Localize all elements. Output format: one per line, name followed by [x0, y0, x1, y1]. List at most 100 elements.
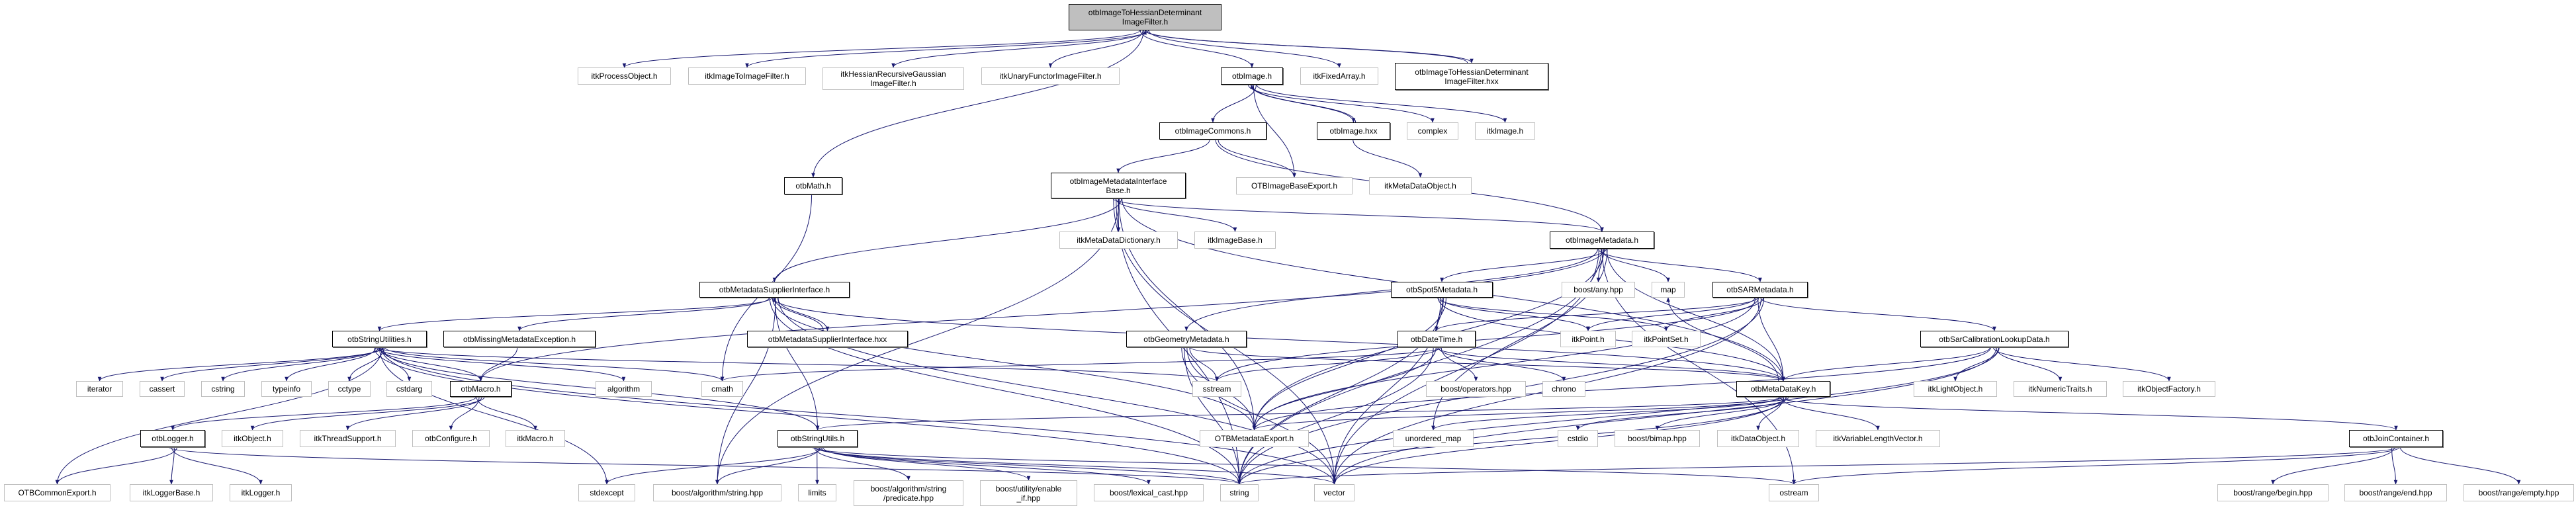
edge-otbimagemetadata-h-to-unordered-map [1431, 248, 1608, 431]
edge-otbimagemetadatainterface-base-h-to-boost-algorithm-string-hpp [715, 198, 1120, 485]
edge-otbjoincontainer-h-to-ostream [1792, 446, 2401, 485]
edge-otbspot5metadata-h-to-otbmetadataexport-h [1252, 297, 1446, 431]
edge-otbdatetime-h-to-string [1237, 347, 1434, 485]
edge-otbmacro-h-to-otblogger-h [171, 396, 476, 431]
node-cstring: cstring [201, 381, 245, 397]
edge-otbmetadatasupplierinterface-hxx-to-otbmetadatasupplierinterface-h [772, 297, 824, 331]
edge-otbmissingmetadataexception-h-to-otbmacro-h [478, 347, 518, 382]
node-otbmissingmetadataexception-h[interactable]: otbMissingMetadataException.h [443, 331, 596, 347]
edge-otbsarcalibrationlookupdata-h-to-itknumerictraits-h [1995, 347, 2063, 382]
node-cmath: cmath [701, 381, 743, 397]
edge-otbstringutils-h-to-string [817, 446, 1241, 485]
node-otbdatetime-h[interactable]: otbDateTime.h [1398, 331, 1476, 347]
edge-otbimagemetadata-h-to-otbmetadatakey-h [1606, 248, 1785, 382]
node-otbjoincontainer-h[interactable]: otbJoinContainer.h [2349, 430, 2443, 447]
edge-otbmetadatakey-h-to-cstdio [1576, 396, 1789, 431]
edge-otbmetadatakey-h-to-otbstringutils-h [816, 396, 1782, 431]
node-otbmetadatasupplierinterface-hxx[interactable]: otbMetadataSupplierInterface.hxx [747, 331, 908, 347]
edge-otbstringutilities-h-to-otbcommonexport-h [55, 347, 382, 485]
node-cstdarg: cstdarg [386, 381, 432, 397]
edge-otbjoincontainer-h-to-boost-range-begin-hpp [2271, 446, 2395, 485]
edge-otbstringutilities-h-to-typeinfo [285, 347, 377, 382]
node-otbspot5metadata-h[interactable]: otbSpot5Metadata.h [1391, 282, 1493, 298]
node-itkdataobject-h: itkDataObject.h [1717, 430, 1799, 447]
node-otbmacro-h[interactable]: otbMacro.h [450, 381, 511, 397]
node-stdexcept: stdexcept [578, 484, 635, 501]
node-cctype: cctype [328, 381, 371, 397]
edge-otbdatetime-h-to-boost-operators-hpp [1441, 347, 1478, 382]
node-vector: vector [1314, 484, 1355, 501]
edge-otbdatetime-h-to-sstream [1215, 347, 1440, 382]
node-otbimagetohessiandeterminant-imagefilter-h[interactable]: otbImageToHessianDeterminant ImageFilter… [1069, 4, 1221, 30]
node-string: string [1220, 484, 1259, 501]
node-otbsarmetadata-h[interactable]: otbSARMetadata.h [1712, 282, 1808, 298]
edge-otbmetadatakey-h-to-unordered-map [1431, 396, 1781, 431]
node-otbstringutils-h[interactable]: otbStringUtils.h [777, 430, 858, 447]
edge-otbgeometrymetadata-h-to-sstream [1189, 347, 1219, 382]
edge-otbsarmetadata-h-to-otbsarcalibrationlookupdata-h [1760, 297, 1996, 331]
node-itkobjectfactory-h: itkObjectFactory.h [2123, 381, 2215, 397]
edge-otbmetadatakey-h-to-boost-bimap-hpp [1655, 396, 1787, 431]
node-otbimagetohessiandeterminant-imagefilter-hxx[interactable]: otbImageToHessianDeterminant ImageFilter… [1395, 63, 1548, 90]
edge-otbstringutils-h-to-boost-utility-enable-if-hpp [822, 446, 1031, 481]
node-otbgeometrymetadata-h[interactable]: otbGeometryMetadata.h [1126, 331, 1247, 347]
node-itkfixedarray-h: itkFixedArray.h [1300, 67, 1378, 85]
node-otbimage-h[interactable]: otbImage.h [1221, 67, 1283, 85]
edge-otbsarcalibrationlookupdata-h-to-otbmetadatakey-h [1781, 347, 1991, 382]
node-boost-range-begin-hpp: boost/range/begin.hpp [2217, 484, 2329, 501]
node-otbimagemetadatainterface-base-h[interactable]: otbImageMetadataInterface Base.h [1051, 173, 1186, 198]
node-otbmetadatakey-h[interactable]: otbMetaDataKey.h [1736, 381, 1830, 397]
edge-otbspot5metadata-h-to-vector [1332, 297, 1441, 485]
node-itkunaryfunctorimagefilter-h: itkUnaryFunctorImageFilter.h [981, 67, 1120, 85]
node-limits: limits [798, 484, 836, 501]
edge-otbmacro-h-to-itkmacro-h [476, 396, 537, 431]
edge-otblogger-h-to-string [168, 446, 1241, 485]
edge-otbmetadatakey-h-to-otbjoincontainer-h [1777, 396, 2398, 431]
node-otbimagemetadata-h[interactable]: otbImageMetadata.h [1550, 232, 1654, 249]
node-otbimagecommons-h[interactable]: otbImageCommons.h [1159, 122, 1266, 140]
edge-otbstringutilities-h-to-cctype [347, 347, 385, 382]
node-itkobject-h: itkObject.h [222, 430, 283, 447]
edge-otbsarmetadata-h-to-otbmetadataexport-h [1252, 297, 1756, 431]
edge-otbmetadatasupplierinterface-h-to-otbmissingmetadataexception-h [517, 297, 770, 331]
node-otbsarcalibrationlookupdata-h[interactable]: otbSarCalibrationLookupData.h [1920, 331, 2068, 347]
node-boost-algorithm-string-hpp: boost/algorithm/string.hpp [653, 484, 781, 501]
edge-otbgeometrymetadata-h-to-string [1184, 347, 1241, 485]
edge-otbmetadatasupplierinterface-h-to-otbmetadatasupplierinterface-hxx [777, 297, 830, 331]
node-boost-lexical-cast-hpp: boost/lexical_cast.hpp [1094, 484, 1204, 501]
node-itkimagetoimagefilter-h: itkImageToImageFilter.h [688, 67, 806, 85]
edge-otbsarcalibrationlookupdata-h-to-otbmetadataexport-h [1252, 347, 1991, 431]
edge-otbmetadatakey-h-to-otbmetadataexport-h [1252, 396, 1783, 431]
edge-otbmacro-h-to-itkobject-h [250, 396, 485, 431]
node-itknumerictraits-h: itkNumericTraits.h [2014, 381, 2107, 397]
node-itkthreadsupport-h: itkThreadSupport.h [300, 430, 396, 447]
edge-otbimage-h-to-otbimagebaseexport-h [1253, 84, 1296, 178]
edge-otbimagetohessiandeterminant-imagefilter-h-to-itkhessianrecursivegaussian-imagefilter-h [891, 30, 1146, 68]
node-otblogger-h[interactable]: otbLogger.h [140, 430, 205, 447]
edge-otbmetadatasupplierinterface-h-to-boost-algorithm-string-hpp [715, 297, 776, 485]
edge-otbimagetohessiandeterminant-imagefilter-h-to-itkfixedarray-h [1148, 30, 1341, 68]
edge-otbstringutilities-h-to-sstream [377, 347, 1219, 382]
node-boost-range-empty-hpp: boost/range/empty.hpp [2464, 484, 2574, 501]
node-itkimagebase-h: itkImageBase.h [1194, 232, 1276, 249]
node-cstdio: cstdio [1558, 430, 1598, 447]
node-otbstringutilities-h[interactable]: otbStringUtilities.h [332, 331, 427, 347]
edge-otbimagetohessiandeterminant-imagefilter-h-to-itkunaryfunctorimagefilter-h [1048, 30, 1143, 68]
node-ostream: ostream [1769, 484, 1819, 501]
node-otbmath-h[interactable]: otbMath.h [784, 177, 842, 194]
edge-otbgeometrymetadata-h-to-vector [1181, 347, 1337, 485]
node-otbmetadatasupplierinterface-h[interactable]: otbMetadataSupplierInterface.h [699, 282, 850, 298]
edge-otbstringutils-h-to-boost-algorithm-string-predicate-hpp [814, 446, 910, 481]
edge-otbsarcalibrationlookupdata-h-to-itklightobject-h [1953, 347, 1999, 382]
edge-otbimagetohessiandeterminant-imagefilter-h-to-itkprocessobject-h [622, 30, 1140, 68]
edge-otbimagetohessiandeterminant-imagefilter-h-to-otbmath-h [811, 30, 1144, 178]
node-otbcommonexport-h: OTBCommonExport.h [4, 484, 111, 501]
edge-otbstringutils-h-to-stdexcept [605, 446, 823, 485]
edge-otbimagecommons-h-to-otbimagebaseexport-h [1218, 139, 1296, 178]
node-itkimage-h: itkImage.h [1475, 122, 1535, 140]
node-otbimage-hxx[interactable]: otbImage.hxx [1317, 122, 1390, 140]
edge-otbimagemetadatainterface-base-h-to-itkmetadatadictionary-h [1116, 198, 1121, 232]
node-itklightobject-h: itkLightObject.h [1914, 381, 1997, 397]
